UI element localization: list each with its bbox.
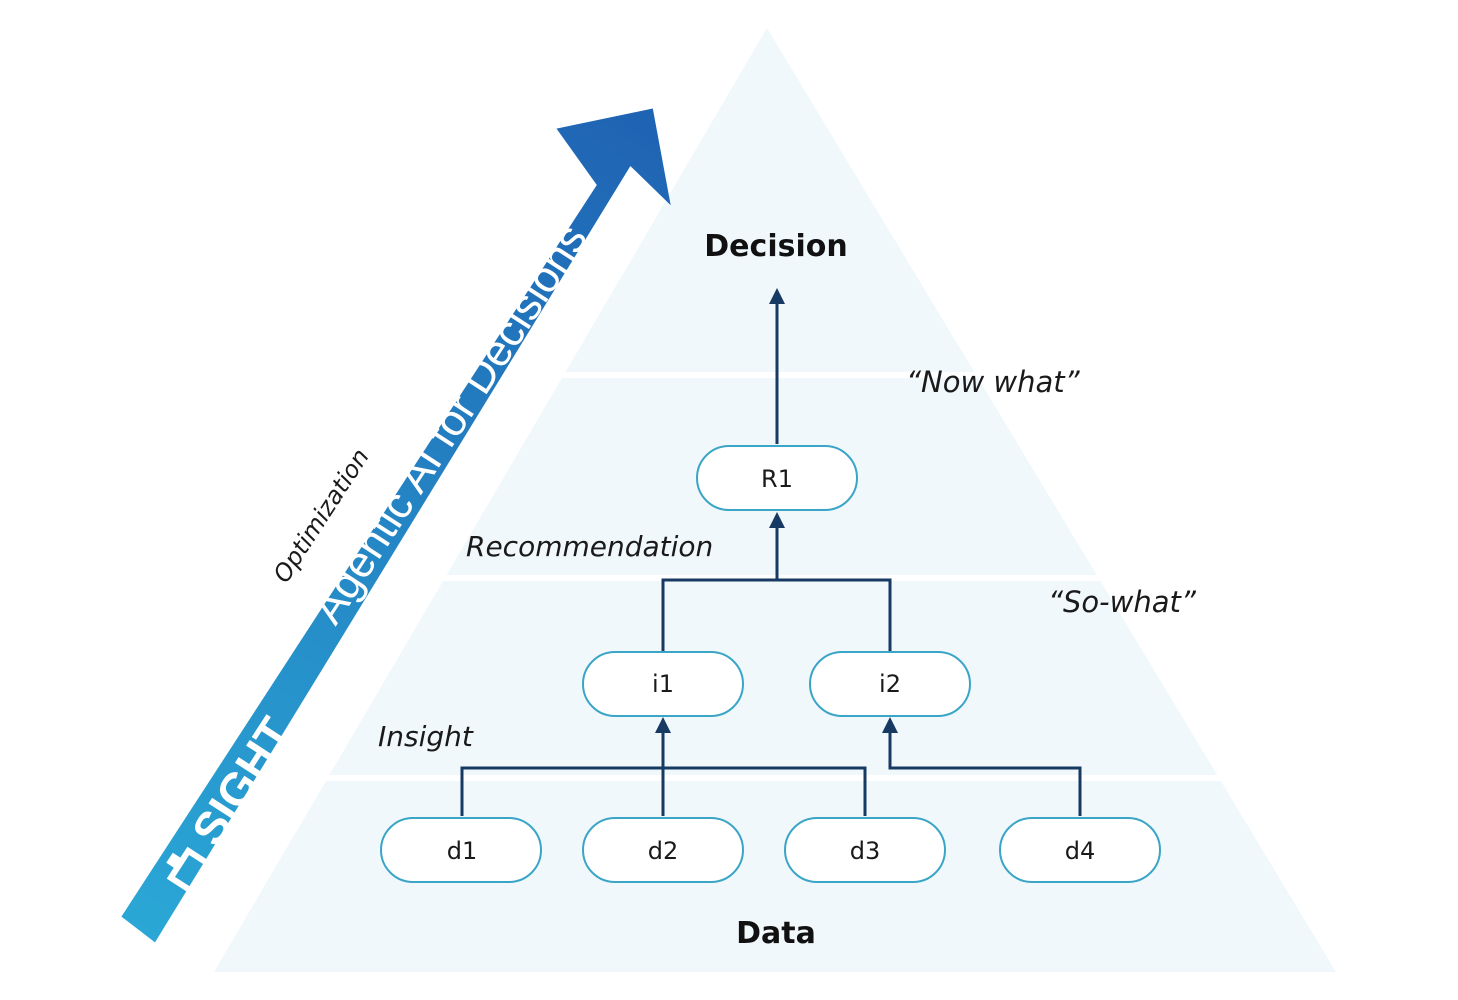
- node-d3: d3: [784, 817, 946, 883]
- decision-label: Decision: [704, 229, 847, 264]
- arrowheads: [655, 288, 898, 733]
- logo-mark-icon: [166, 846, 220, 900]
- node-d1: d1: [380, 817, 542, 883]
- node-r1-label: R1: [761, 465, 793, 493]
- node-i2-label: i2: [879, 670, 901, 698]
- node-i1-label: i1: [652, 670, 674, 698]
- connector-lines: [460, 300, 1082, 816]
- node-d2-label: d2: [648, 837, 679, 865]
- arrowhead-r1: [769, 512, 785, 528]
- data-label: Data: [736, 916, 816, 951]
- arrow-logo-text: SIGHT: [181, 708, 301, 854]
- arrow-shape: [121, 108, 671, 943]
- node-i1: i1: [582, 651, 744, 717]
- node-d4: d4: [999, 817, 1161, 883]
- node-r1: R1: [696, 445, 858, 511]
- node-d1-label: d1: [447, 837, 478, 865]
- node-d2: d2: [582, 817, 744, 883]
- arrowhead-i1: [655, 717, 671, 733]
- recommendation-label: Recommendation: [466, 530, 713, 563]
- now-what-label: “Now what”: [906, 365, 1081, 399]
- so-what-label: “So-what”: [1048, 585, 1197, 619]
- insight-label: Insight: [378, 720, 474, 753]
- node-d3-label: d3: [850, 837, 881, 865]
- arrowhead-decision: [769, 288, 785, 304]
- arrowhead-i2: [882, 717, 898, 733]
- node-i2: i2: [809, 651, 971, 717]
- node-d4-label: d4: [1065, 837, 1096, 865]
